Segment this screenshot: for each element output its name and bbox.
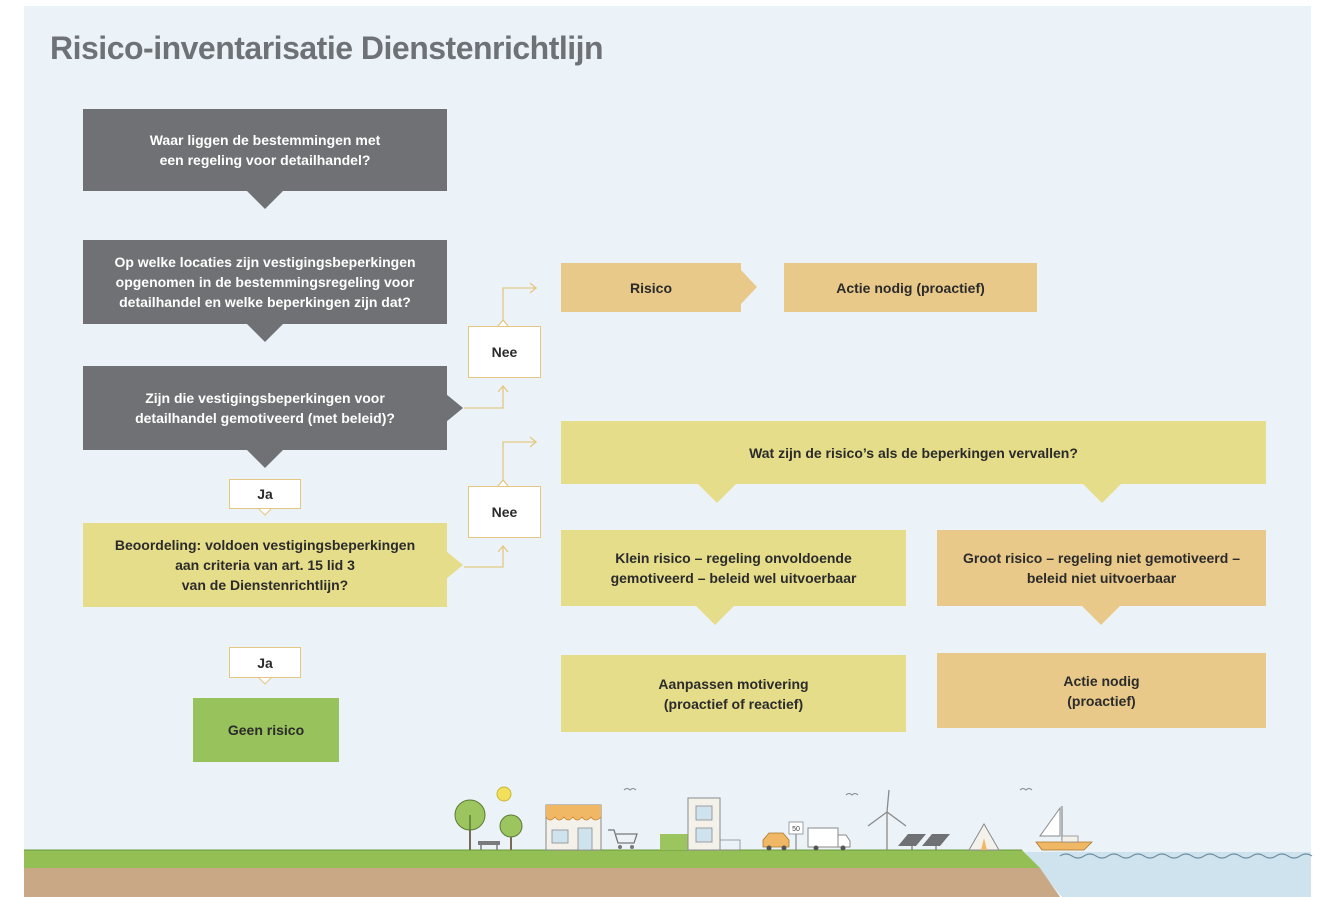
q2-pointer xyxy=(247,324,283,342)
outcome-risico: Risico xyxy=(561,263,741,312)
speed-sign-text: 50 xyxy=(792,826,800,833)
question-risicos-vervallen: Wat zijn de risico’s als de beperkingen … xyxy=(561,421,1266,484)
question-vestigingsbeperkingen: Op welke locaties zijn vestigingsbeperki… xyxy=(83,240,447,324)
answer-ja-2: Ja xyxy=(229,647,301,678)
risks-right-pointer xyxy=(1083,484,1121,503)
landscape-scene: 50 xyxy=(24,786,1313,897)
q1-pointer xyxy=(247,191,283,209)
question-beoordeling: Beoordeling: voldoen vestigingsbeperking… xyxy=(83,523,447,607)
risico-pointer xyxy=(741,270,757,304)
sailboat-icon xyxy=(1035,806,1093,851)
tree-icon xyxy=(499,814,523,850)
ja1-pointer xyxy=(256,507,274,516)
question-detailhandel-locations: Waar liggen de bestemmingen met een rege… xyxy=(83,109,447,191)
tree-icon xyxy=(454,799,486,850)
nee1-notch xyxy=(497,318,509,327)
nee2-connector xyxy=(464,436,538,568)
wind-turbine-icon xyxy=(867,789,907,850)
outcome-groot-risico: Groot risico – regeling niet gemotiveerd… xyxy=(937,530,1266,606)
answer-nee-1: Nee xyxy=(468,326,541,378)
cart-icon xyxy=(608,829,638,849)
outcome-geen-risico: Geen risico xyxy=(193,698,339,762)
answer-nee-2: Nee xyxy=(468,486,541,538)
solar-panel-icon xyxy=(898,834,950,850)
groot-pointer xyxy=(1082,606,1120,625)
outcome-actie-nodig-top: Actie nodig (proactief) xyxy=(784,263,1037,312)
water xyxy=(1025,852,1311,897)
bird-icon xyxy=(845,793,859,796)
risks-left-pointer xyxy=(698,484,736,503)
truck-icon xyxy=(807,827,851,851)
q3-pointer xyxy=(247,450,283,468)
nee1-connector xyxy=(464,282,538,409)
nee2-notch xyxy=(497,478,509,487)
outcome-aanpassen-motivering: Aanpassen motivering (proactief of react… xyxy=(561,655,906,732)
outcome-klein-risico: Klein risico – regeling onvoldoende gemo… xyxy=(561,530,906,606)
answer-ja-1: Ja xyxy=(229,479,301,509)
q3-right-pointer xyxy=(446,394,463,422)
car-icon xyxy=(762,832,790,851)
outcome-actie-nodig-bottom: Actie nodig (proactief) xyxy=(937,653,1266,728)
q4-right-pointer xyxy=(446,551,463,579)
house-icon xyxy=(660,797,741,851)
klein-pointer xyxy=(696,606,734,625)
ja2-pointer xyxy=(256,676,274,685)
speed-sign-icon: 50 xyxy=(788,821,804,850)
waves xyxy=(1059,853,1313,859)
page-title: Risico-inventarisatie Dienstenrichtlijn xyxy=(50,30,604,66)
sun-icon xyxy=(496,786,512,802)
tent-icon xyxy=(968,822,1000,851)
question-gemotiveerd: Zijn die vestigingsbeperkingen voor deta… xyxy=(83,366,447,450)
bird-icon xyxy=(623,788,637,791)
shop-icon xyxy=(545,804,602,851)
bird-icon xyxy=(1019,788,1033,791)
grass xyxy=(24,850,1040,868)
soil xyxy=(24,868,1060,897)
bench-icon xyxy=(478,841,500,850)
